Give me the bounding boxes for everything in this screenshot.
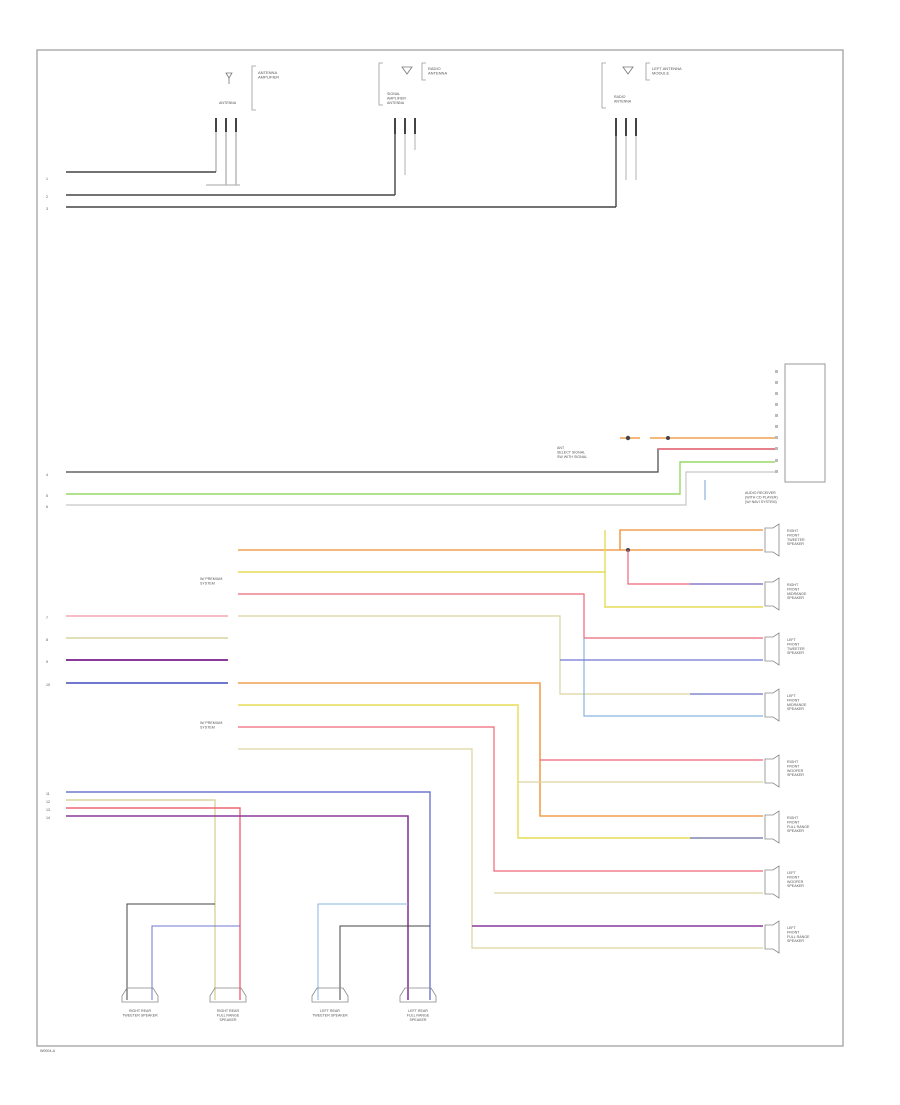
svg-text:5: 5	[46, 494, 48, 498]
wire-receiver-ltblue	[66, 471, 775, 506]
receiver-pins	[775, 370, 778, 473]
receiver-label: AUDIO RECEIVER(WITH CD PLAYER)(W/ NAVI S…	[745, 491, 778, 504]
speaker-icon	[764, 865, 780, 899]
page-reference: W0004-A	[40, 1049, 56, 1053]
svg-text:9: 9	[46, 660, 48, 664]
speaker-icon	[399, 987, 437, 1003]
speaker-icon	[764, 688, 780, 722]
component-bracket	[378, 62, 383, 106]
component-bracket	[251, 65, 256, 111]
component-1-sub: ANTENNA	[219, 101, 237, 105]
speaker-icon	[764, 523, 780, 557]
svg-text:14: 14	[46, 816, 50, 820]
speaker-icon	[764, 810, 780, 844]
speaker-icon	[209, 987, 247, 1003]
svg-text:10: 10	[46, 683, 50, 687]
svg-text:13: 13	[46, 808, 50, 812]
svg-text:12: 12	[46, 800, 50, 804]
component-bracket	[601, 62, 606, 109]
antenna-symbol-icon	[401, 66, 413, 75]
svg-text:2: 2	[46, 195, 48, 199]
speaker-icon	[764, 920, 780, 954]
speaker-icon	[764, 754, 780, 788]
audio-receiver: AUDIO RECEIVER(WITH CD PLAYER)(W/ NAVI S…	[46, 363, 826, 509]
receiver-connector	[784, 363, 826, 483]
speaker-icon	[121, 987, 159, 1003]
speaker-icon	[764, 632, 780, 666]
diagram-frame	[36, 49, 844, 1047]
rear-speaker-wiring: 11 12 13 14	[46, 791, 431, 1000]
svg-text:6: 6	[46, 505, 48, 509]
wire-receiver-black	[66, 448, 775, 473]
svg-text:1: 1	[46, 177, 48, 181]
svg-text:7: 7	[46, 616, 48, 620]
antenna-symbol-icon	[225, 72, 233, 79]
speaker-icon	[764, 577, 780, 611]
antenna-symbol-icon	[622, 66, 634, 75]
svg-text:8: 8	[46, 638, 48, 642]
svg-text:4: 4	[46, 473, 48, 477]
speaker-icon	[311, 987, 349, 1003]
svg-text:11: 11	[46, 792, 50, 796]
splice-dot	[625, 435, 631, 441]
svg-text:3: 3	[46, 207, 48, 211]
wire-receiver-green	[66, 461, 775, 495]
